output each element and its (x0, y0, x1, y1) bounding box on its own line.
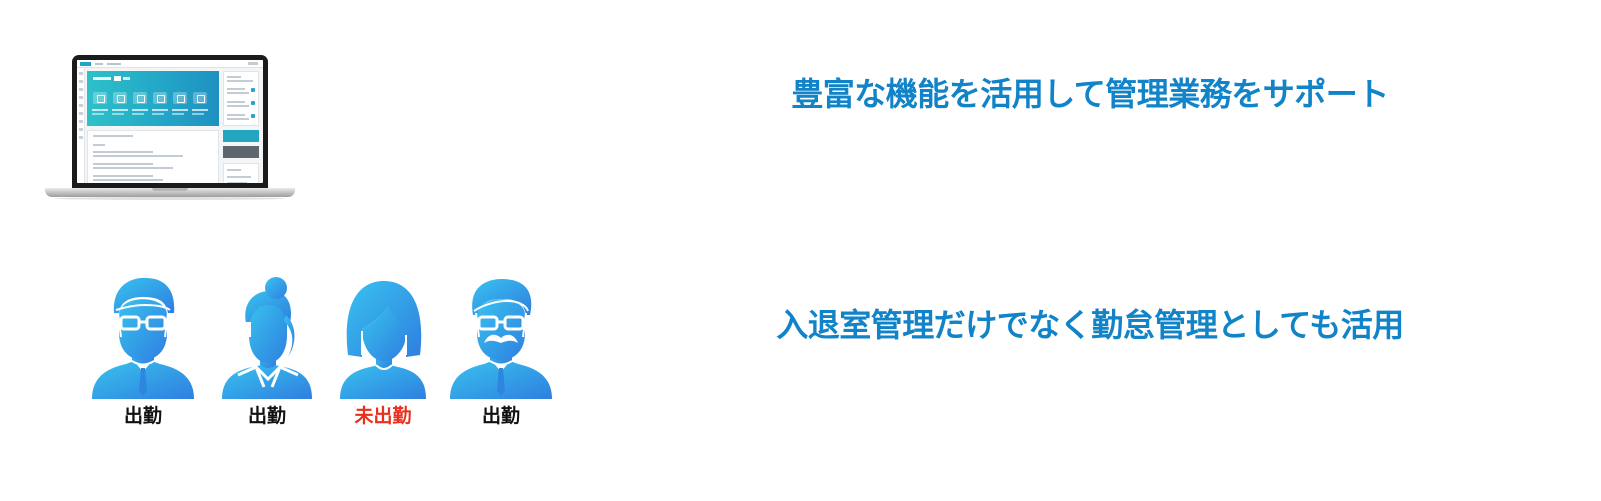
laptop-base (45, 188, 295, 197)
attendance-status: 出勤 (123, 405, 162, 427)
person-card: 出勤 (446, 275, 556, 435)
laptop-dashboard-icon (45, 55, 295, 200)
woman-ponytail-icon (222, 277, 312, 399)
person-card: 未出勤 (328, 275, 438, 435)
laptop-shadow (55, 197, 285, 200)
attendance-status: 出勤 (481, 405, 520, 427)
laptop-notch (152, 188, 188, 191)
man-mustache-icon (450, 279, 552, 399)
attendance-status: 未出勤 (354, 405, 412, 427)
attendance-status: 出勤 (247, 405, 286, 427)
man-glasses-icon (92, 277, 194, 399)
laptop-screen (77, 60, 263, 183)
laptop-lid (72, 55, 268, 189)
person-card: 出勤 (212, 275, 322, 435)
person-card: 出勤 (88, 275, 198, 435)
headline-attendance: 入退室管理だけでなく勤怠管理としても活用 (776, 306, 1404, 344)
headline-features: 豊富な機能を活用して管理業務をサポート (791, 75, 1389, 113)
woman-bob-icon (340, 281, 426, 399)
